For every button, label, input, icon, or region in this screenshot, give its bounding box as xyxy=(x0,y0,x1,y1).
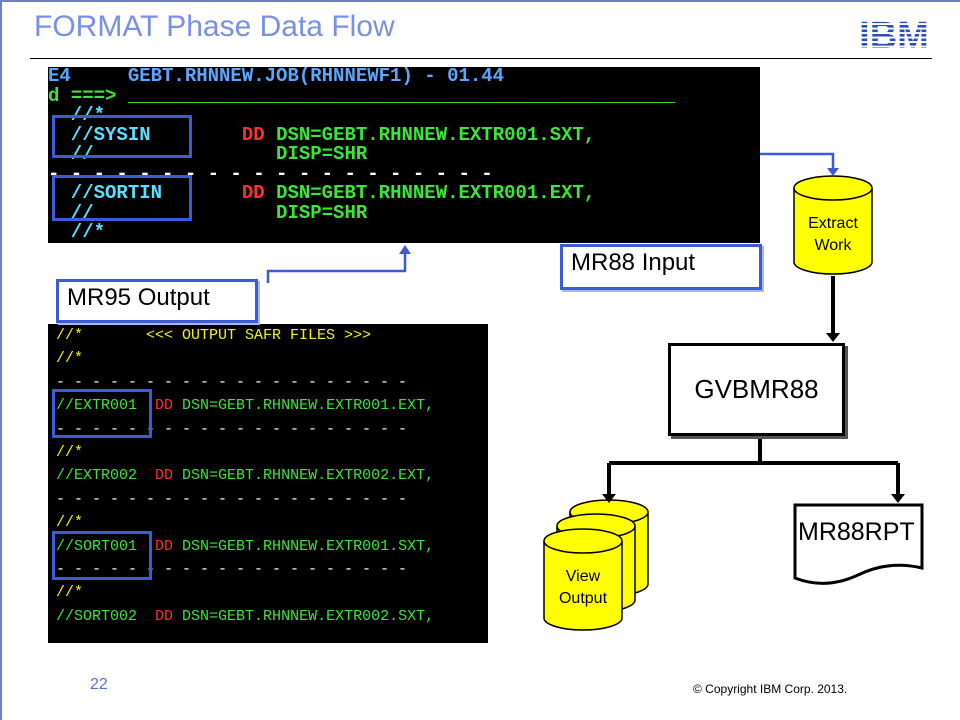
top-jcl-line: - - - - - - - - - - - - - - - - - - - - xyxy=(48,163,493,185)
bottom-jcl-text: //SORT002 xyxy=(56,607,156,625)
top-jcl-text: DSN=GEBT.RHNNEW.EXTR001.EXT, xyxy=(276,182,596,204)
copyright: © Copyright IBM Corp. 2013. xyxy=(693,682,848,696)
bottom-jcl-text: //EXTR002 xyxy=(56,467,156,485)
mr88rpt-label: MR88RPT xyxy=(798,518,915,546)
gvbmr88-process: GVBMR88 xyxy=(668,343,845,436)
view-output-label-line2: Output xyxy=(558,590,608,607)
extr001-highlight xyxy=(52,389,152,438)
top-jcl-line: // DISP=SHR xyxy=(48,143,367,165)
top-jcl-text: ________________________________________… xyxy=(127,84,676,107)
bottom-jcl-text: //SORT001 xyxy=(56,537,156,555)
slide-frame-left xyxy=(0,0,2,720)
bottom-jcl-line: //EXTR001 DD DSN=GEBT.RHNNEW.EXTR001.EXT… xyxy=(56,397,434,415)
title-divider xyxy=(30,58,932,59)
bottom-jcl-text: //* xyxy=(56,444,84,461)
sort001-highlight xyxy=(52,531,152,580)
extract-work-label-line1: Extract xyxy=(808,215,858,232)
view-output-label: View Output xyxy=(544,566,622,610)
bottom-jcl-text: //* xyxy=(56,350,84,368)
bottom-jcl-text: DSN=GEBT.RHNNEW.EXTR002.EXT, xyxy=(182,467,435,485)
view-output-cylinders xyxy=(543,499,649,631)
top-jcl-line: //* xyxy=(48,221,105,243)
top-jcl-line: //SYSIN DD DSN=GEBT.RHNNEW.EXTR001.SXT, xyxy=(48,123,596,146)
bottom-jcl-text: - - - - - - - - - - - - - - - - - - - - xyxy=(56,490,408,508)
bottom-jcl-line: //SORT001 DD DSN=GEBT.RHNNEW.EXTR001.SXT… xyxy=(56,538,434,556)
arrow-to-view-output xyxy=(602,494,616,503)
top-jcl-text: DISP=SHR xyxy=(276,201,368,224)
top-jcl-line: d ===> _________________________________… xyxy=(48,85,675,107)
bottom-jcl-line: //* xyxy=(56,514,83,532)
ibm-logo: IBM xyxy=(859,16,929,52)
mr95-jcl-panel: //* <<< OUTPUT SAFR FILES >>>//*- - - - … xyxy=(48,324,488,643)
mr95-output-label: MR95 Output xyxy=(56,279,258,323)
arrow-to-mr88rpt xyxy=(891,494,905,503)
bottom-jcl-line: //* xyxy=(56,350,83,368)
arrow-to-mr88-jcl xyxy=(399,245,411,254)
mr88-input-label: MR88 Input xyxy=(560,244,762,290)
top-jcl-text: - - - - - - - - - - - - - - - - - - - - xyxy=(48,162,493,185)
bottom-jcl-line: //EXTR002 DD DSN=GEBT.RHNNEW.EXTR002.EXT… xyxy=(56,467,434,485)
blue-connectors xyxy=(266,152,835,283)
top-jcl-text: d ===> xyxy=(48,84,128,107)
arrow-to-gvbmr88 xyxy=(826,333,840,342)
mr88rpt-document xyxy=(793,503,924,585)
top-jcl-text: DISP=SHR xyxy=(276,143,368,165)
sysin-highlight xyxy=(52,115,192,158)
slide-title: FORMAT Phase Data Flow xyxy=(34,10,395,43)
black-connectors xyxy=(607,276,900,495)
bottom-jcl-line: - - - - - - - - - - - - - - - - - - - - xyxy=(56,491,407,509)
bottom-jcl-text: //* xyxy=(56,514,84,532)
bottom-jcl-text: DD xyxy=(155,397,183,415)
top-jcl-text: //SYSIN xyxy=(48,123,242,146)
page-number: 22 xyxy=(90,676,108,693)
top-jcl-text: // xyxy=(48,143,277,165)
bottom-jcl-line: //* <<< OUTPUT SAFR FILES >>> xyxy=(56,327,371,345)
top-jcl-text: //* xyxy=(48,221,106,243)
extract-work-cylinder xyxy=(793,175,873,275)
top-jcl-line: //SORTIN DD DSN=GEBT.RHNNEW.EXTR001.EXT, xyxy=(48,182,596,204)
slide-frame-top xyxy=(0,0,960,2)
extract-work-label: Extract Work xyxy=(794,213,872,257)
bottom-jcl-text: DSN=GEBT.RHNNEW.EXTR001.SXT, xyxy=(182,537,435,555)
top-jcl-line: E4 GEBT.RHNNEW.JOB(RHNNEWF1) - 01.44 xyxy=(48,67,504,87)
top-jcl-text: DD xyxy=(241,123,277,146)
view-output-label-line1: View xyxy=(565,568,601,585)
bottom-jcl-line: //* xyxy=(56,584,83,602)
bottom-jcl-text: //* xyxy=(56,584,84,602)
bottom-jcl-text: //* xyxy=(56,327,147,344)
bottom-jcl-text: DD xyxy=(155,607,183,625)
extract-work-label-line2: Work xyxy=(814,237,852,254)
ibm-logo-text: IBM xyxy=(859,16,929,52)
bottom-jcl-text: DD xyxy=(155,467,183,485)
bottom-jcl-text: DSN=GEBT.RHNNEW.EXTR001.EXT, xyxy=(182,397,435,415)
bottom-jcl-text: DD xyxy=(155,537,183,555)
bottom-jcl-line: - - - - - - - - - - - - - - - - - - - - xyxy=(56,374,407,392)
bottom-jcl-line: //* xyxy=(56,444,83,462)
sortin-highlight xyxy=(52,175,192,221)
arrow-to-extract-work xyxy=(827,168,839,176)
top-jcl-text: //SORTIN xyxy=(48,182,242,204)
bottom-jcl-text: DSN=GEBT.RHNNEW.EXTR002.SXT, xyxy=(182,607,435,625)
bottom-jcl-text: <<< OUTPUT SAFR FILES >>> xyxy=(146,327,372,344)
top-jcl-text: DD xyxy=(241,182,277,204)
bottom-jcl-text: //EXTR001 xyxy=(56,397,156,415)
bottom-jcl-line: //SORT002 DD DSN=GEBT.RHNNEW.EXTR002.SXT… xyxy=(56,608,434,626)
top-jcl-text: E4 GEBT.RHNNEW.JOB(RHNNEWF1) - 01.44 xyxy=(48,67,505,87)
bottom-jcl-text: - - - - - - - - - - - - - - - - - - - - xyxy=(56,373,408,391)
top-jcl-text: DSN=GEBT.RHNNEW.EXTR001.SXT, xyxy=(276,123,596,146)
